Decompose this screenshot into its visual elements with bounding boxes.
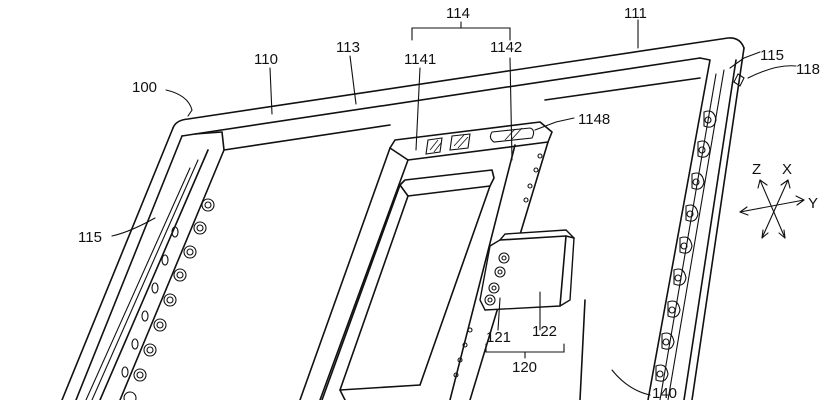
label-140: 140 xyxy=(652,385,677,400)
label-111: 111 xyxy=(624,5,647,22)
label-120: 120 xyxy=(512,359,537,376)
label-1142: 1142 xyxy=(490,39,522,56)
axis-indicator xyxy=(739,179,805,239)
label-113: 113 xyxy=(336,39,360,56)
label-122: 122 xyxy=(532,323,557,340)
leader-lines xyxy=(111,19,797,396)
label-118: 118 xyxy=(796,61,820,78)
axis-label-x: X xyxy=(782,161,792,178)
label-100: 100 xyxy=(132,79,157,96)
axis-label-y: Y xyxy=(808,195,818,212)
label-1148: 1148 xyxy=(578,111,610,128)
label-110: 110 xyxy=(254,51,278,68)
label-115-left: 115 xyxy=(78,229,102,246)
label-1141: 1141 xyxy=(404,51,436,68)
axis-label-z: Z xyxy=(752,161,761,178)
left-rail xyxy=(85,159,215,405)
connector-module xyxy=(479,229,586,401)
label-114: 114 xyxy=(446,5,470,22)
label-121: 121 xyxy=(486,329,511,346)
right-rail xyxy=(655,69,745,401)
label-115-right: 115 xyxy=(760,47,784,64)
frame-outline xyxy=(61,37,745,401)
reference-labels: 100 110 113 114 1141 1142 1148 111 115 1… xyxy=(78,5,820,402)
